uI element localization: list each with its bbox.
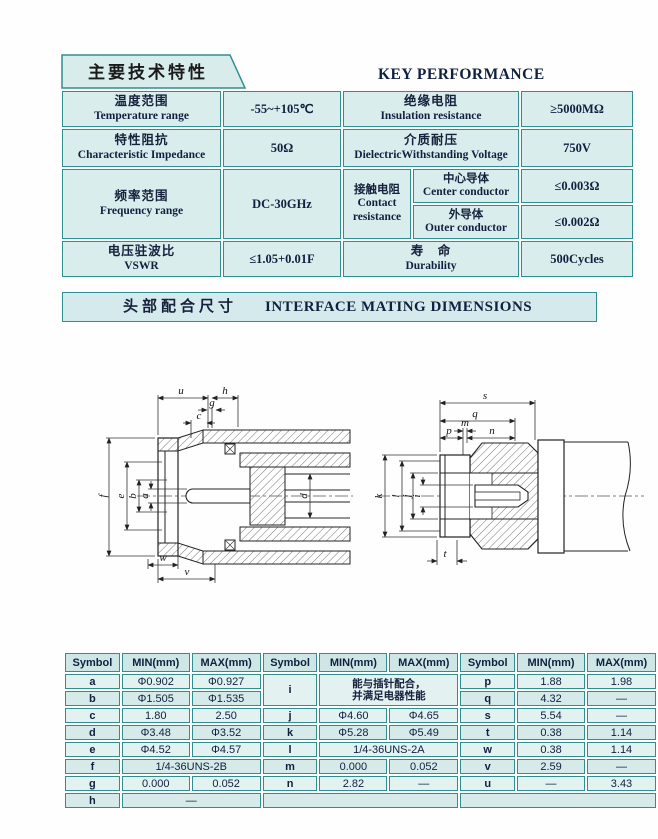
empty-cell	[262, 793, 459, 808]
dim-label-i: i	[411, 494, 423, 497]
col-min: MIN(mm)	[517, 653, 585, 672]
table-row: b Φ1.505 Φ1.535 q 4.32 —	[65, 691, 656, 706]
col-min: MIN(mm)	[121, 653, 190, 672]
jack-body	[439, 442, 539, 550]
label-vswr: 电压驻波比 VSWR	[62, 241, 221, 277]
table-row: d Φ3.48 Φ3.52 k Φ5.28 Φ5.49 t 0.38 1.14	[65, 725, 656, 740]
col-symbol: Symbol	[262, 653, 318, 672]
dim-label-j: j	[401, 494, 413, 499]
section-title-cn: 头部配合尺寸	[123, 297, 238, 315]
label-temperature: 温度范围 Temperature range	[62, 91, 221, 127]
table-row: g 0.000 0.052 n 2.82 — u — 3.43	[65, 776, 656, 791]
table-row: f 1/4-36UNS-2B m 0.000 0.052 v 2.59 —	[65, 759, 656, 774]
dim-label-w: w	[159, 552, 167, 564]
value-temperature: -55~+105℃	[223, 91, 341, 127]
left-dimension-labels: u h g c f e b a d w v	[97, 385, 310, 578]
tab-shape	[61, 54, 247, 89]
dim-label-p: p	[445, 425, 452, 437]
row-frequency-center: 频率范围 Frequency range DC-30GHz 接触电阻 Conta…	[62, 169, 633, 239]
left-connector-drawing: u h g c f e b a d w v	[97, 385, 353, 583]
body-shell	[202, 429, 351, 565]
dim-label-n: n	[489, 425, 495, 437]
dim-label-a: a	[139, 493, 151, 499]
dim-label-v: v	[185, 566, 190, 578]
label-outer-conductor: 外导体 Outer conductor	[413, 205, 519, 239]
key-performance-title: KEY PERFORMANCE	[378, 66, 545, 83]
row-vswr: 电压驻波比 VSWR ≤1.05+0.01F 寿 命 Durability 50…	[62, 241, 633, 277]
dim-label-e: e	[115, 493, 127, 498]
mounting-panel	[537, 439, 631, 554]
col-max: MAX(mm)	[389, 653, 459, 672]
dim-label-q: q	[472, 408, 478, 420]
value-dielectric: 750V	[521, 129, 633, 167]
dim-label-m: m	[461, 417, 469, 429]
row-temperature: 温度范围 Temperature range -55~+105℃ 绝缘电阻 In…	[62, 91, 633, 127]
left-dimensions	[106, 395, 347, 583]
table-row: a Φ0.902 Φ0.927 i 能与插针配合， 并满足电器性能 p 1.88…	[65, 674, 656, 706]
section-title-en: INTERFACE MATING DIMENSIONS	[265, 299, 533, 315]
dim-label-s: s	[483, 390, 487, 402]
dim-label-f: f	[97, 493, 109, 498]
value-durability: 500Cycles	[521, 241, 633, 277]
dim-label-g: g	[209, 397, 215, 409]
value-impedance: 50Ω	[223, 129, 341, 167]
label-dielectric: 介质耐压 DielectricWithstanding Voltage	[343, 129, 519, 167]
performance-table: 温度范围 Temperature range -55~+105℃ 绝缘电阻 In…	[60, 89, 635, 279]
socket-contact	[474, 484, 529, 508]
value-vswr: ≤1.05+0.01F	[223, 241, 341, 277]
label-impedance: 特性阻抗 Characteristic Impedance	[62, 129, 221, 167]
label-frequency: 频率范围 Frequency range	[62, 169, 221, 239]
key-performance-tab: 主要技术特性	[61, 54, 247, 89]
i-note-cell: 能与插针配合， 并满足电器性能	[319, 674, 459, 706]
right-connector-drawing: s q m p n k l j i t	[373, 390, 644, 565]
table-row: e Φ4.52 Φ4.57 l 1/4-36UNS-2A w 0.38 1.14	[65, 742, 656, 757]
col-symbol: Symbol	[65, 653, 120, 672]
label-durability: 寿 命 Durability	[343, 241, 519, 277]
value-outer-conductor: ≤0.002Ω	[521, 205, 633, 239]
tab-title-cn: 主要技术特性	[88, 62, 208, 82]
value-frequency: DC-30GHz	[223, 169, 341, 239]
value-center-conductor: ≤0.003Ω	[521, 169, 633, 203]
col-max: MAX(mm)	[191, 653, 261, 672]
dim-label-l: l	[390, 494, 402, 497]
dim-label-h: h	[222, 385, 228, 397]
row-impedance: 特性阻抗 Characteristic Impedance 50Ω 介质耐压 D…	[62, 129, 633, 167]
dielectric-and-contact	[185, 466, 350, 526]
right-dimensions	[382, 400, 536, 565]
dim-label-c: c	[197, 410, 202, 422]
dim-label-b: b	[127, 493, 139, 499]
empty-cell	[460, 793, 656, 808]
dimension-table: Symbol MIN(mm) MAX(mm) Symbol MIN(mm) MA…	[63, 651, 658, 810]
coupling-nut	[157, 429, 204, 565]
label-contact-resistance: 接触电阻 Contact resistance	[343, 169, 411, 239]
table-row: h —	[65, 793, 656, 808]
dim-label-t: t	[443, 548, 447, 560]
dim-label-u: u	[178, 385, 184, 397]
dim-label-d: d	[298, 493, 310, 499]
label-center-conductor: 中心导体 Center conductor	[413, 169, 519, 203]
right-dimension-labels: s q m p n k l j i t	[373, 390, 495, 560]
break-line	[622, 441, 631, 552]
value-insulation: ≥5000MΩ	[521, 91, 633, 127]
interface-mating-header: 头部配合尺寸 INTERFACE MATING DIMENSIONS	[62, 292, 597, 322]
dims-header-row: Symbol MIN(mm) MAX(mm) Symbol MIN(mm) MA…	[65, 653, 656, 672]
dim-label-k: k	[373, 492, 385, 498]
table-row: c 1.80 2.50 j Φ4.60 Φ4.65 s 5.54 —	[65, 708, 656, 723]
label-insulation: 绝缘电阻 Insulation resistance	[343, 91, 519, 127]
col-symbol: Symbol	[460, 653, 516, 672]
row-outer: 外导体 Outer conductor ≤0.002Ω	[62, 205, 633, 239]
col-max: MAX(mm)	[586, 653, 656, 672]
col-min: MIN(mm)	[319, 653, 388, 672]
center-contact	[185, 488, 251, 504]
